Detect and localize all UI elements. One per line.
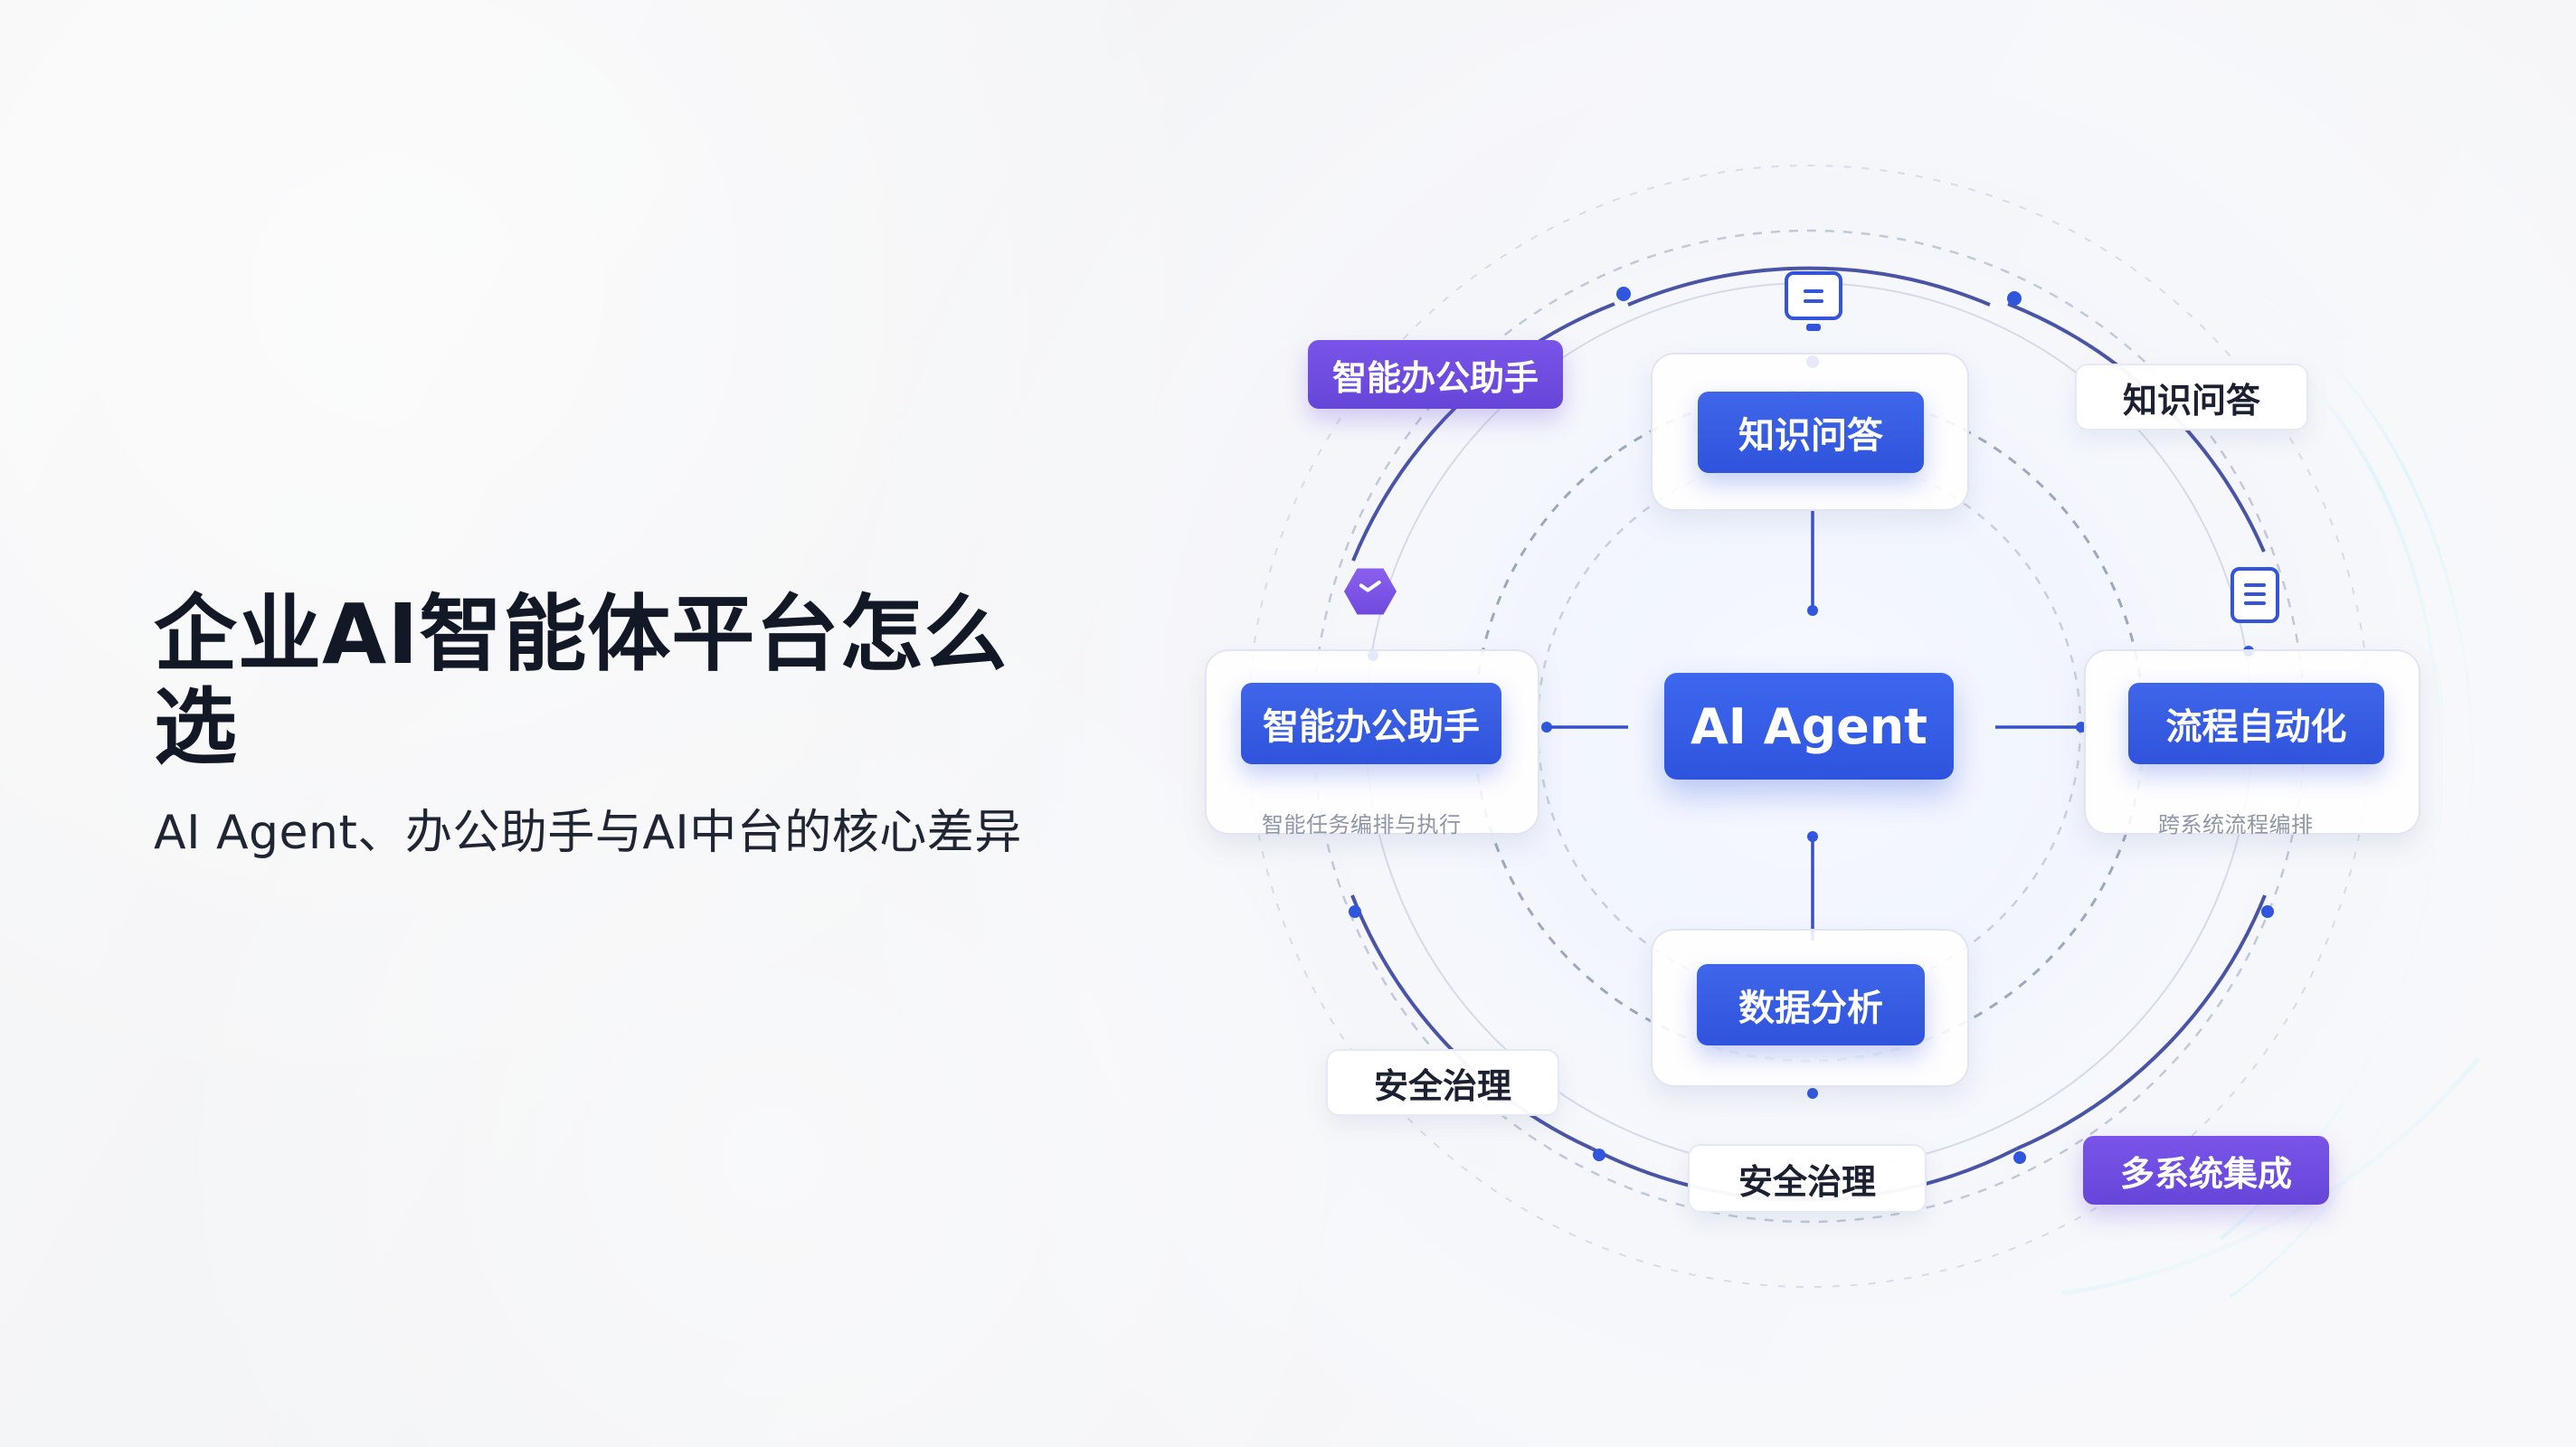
dot-bottom bbox=[1807, 1088, 1818, 1099]
dot-center-bottom bbox=[1807, 831, 1818, 842]
page-subtitle: AI Agent、办公助手与AI中台的核心差异 bbox=[154, 806, 1022, 861]
dot-arc-top-left bbox=[1616, 287, 1631, 301]
lower-light-swoosh bbox=[2061, 1056, 2480, 1296]
hero-text-block: 企业AI智能体平台怎么选 AI Agent、办公助手与AI中台的核心差异 bbox=[154, 588, 1076, 861]
top-arc bbox=[1627, 266, 1991, 307]
dot-bottom-right bbox=[2013, 1151, 2026, 1164]
dot-left-bottom bbox=[1349, 905, 1361, 918]
top-right-tag[interactable]: 知识问答 bbox=[2075, 364, 2308, 430]
knowledge-qa-node[interactable]: 知识问答 bbox=[1698, 392, 1924, 473]
dot-center-left bbox=[1541, 722, 1552, 733]
dot-center-top bbox=[1807, 605, 1818, 616]
dot-bottom-left bbox=[1593, 1149, 1605, 1161]
document-icon bbox=[2230, 567, 2279, 623]
dot-arc-top-right bbox=[2007, 291, 2022, 306]
workflow-automation-note: 跨系统流程编排 bbox=[2158, 812, 2314, 837]
top-left-tag[interactable]: 智能办公助手 bbox=[1308, 340, 1563, 409]
agent-platform-diagram: 知识问答 智能办公助手 流程自动化 数据分析 AI Agent 智能任务编排与执… bbox=[1122, 127, 2576, 1357]
page-title: 企业AI智能体平台怎么选 bbox=[154, 586, 1009, 777]
bottom-right-arc bbox=[2016, 894, 2267, 1150]
office-assistant-node[interactable]: 智能办公助手 bbox=[1241, 683, 1501, 764]
ai-agent-center-node[interactable]: AI Agent bbox=[1664, 673, 1954, 780]
bottom-left-arc bbox=[1350, 894, 1593, 1150]
monitor-icon bbox=[1785, 271, 1842, 331]
data-analysis-node[interactable]: 数据分析 bbox=[1697, 964, 1925, 1045]
outer-light-swoosh bbox=[2219, 328, 2442, 1241]
dot-right-bottom bbox=[2261, 905, 2274, 918]
bottom-right-tag[interactable]: 多系统集成 bbox=[2083, 1136, 2329, 1205]
bottom-center-tag[interactable]: 安全治理 bbox=[1688, 1144, 1927, 1213]
office-assistant-note: 智能任务编排与执行 bbox=[1262, 812, 1462, 837]
workflow-automation-node[interactable]: 流程自动化 bbox=[2128, 683, 2384, 764]
bottom-left-tag[interactable]: 安全治理 bbox=[1326, 1049, 1559, 1116]
